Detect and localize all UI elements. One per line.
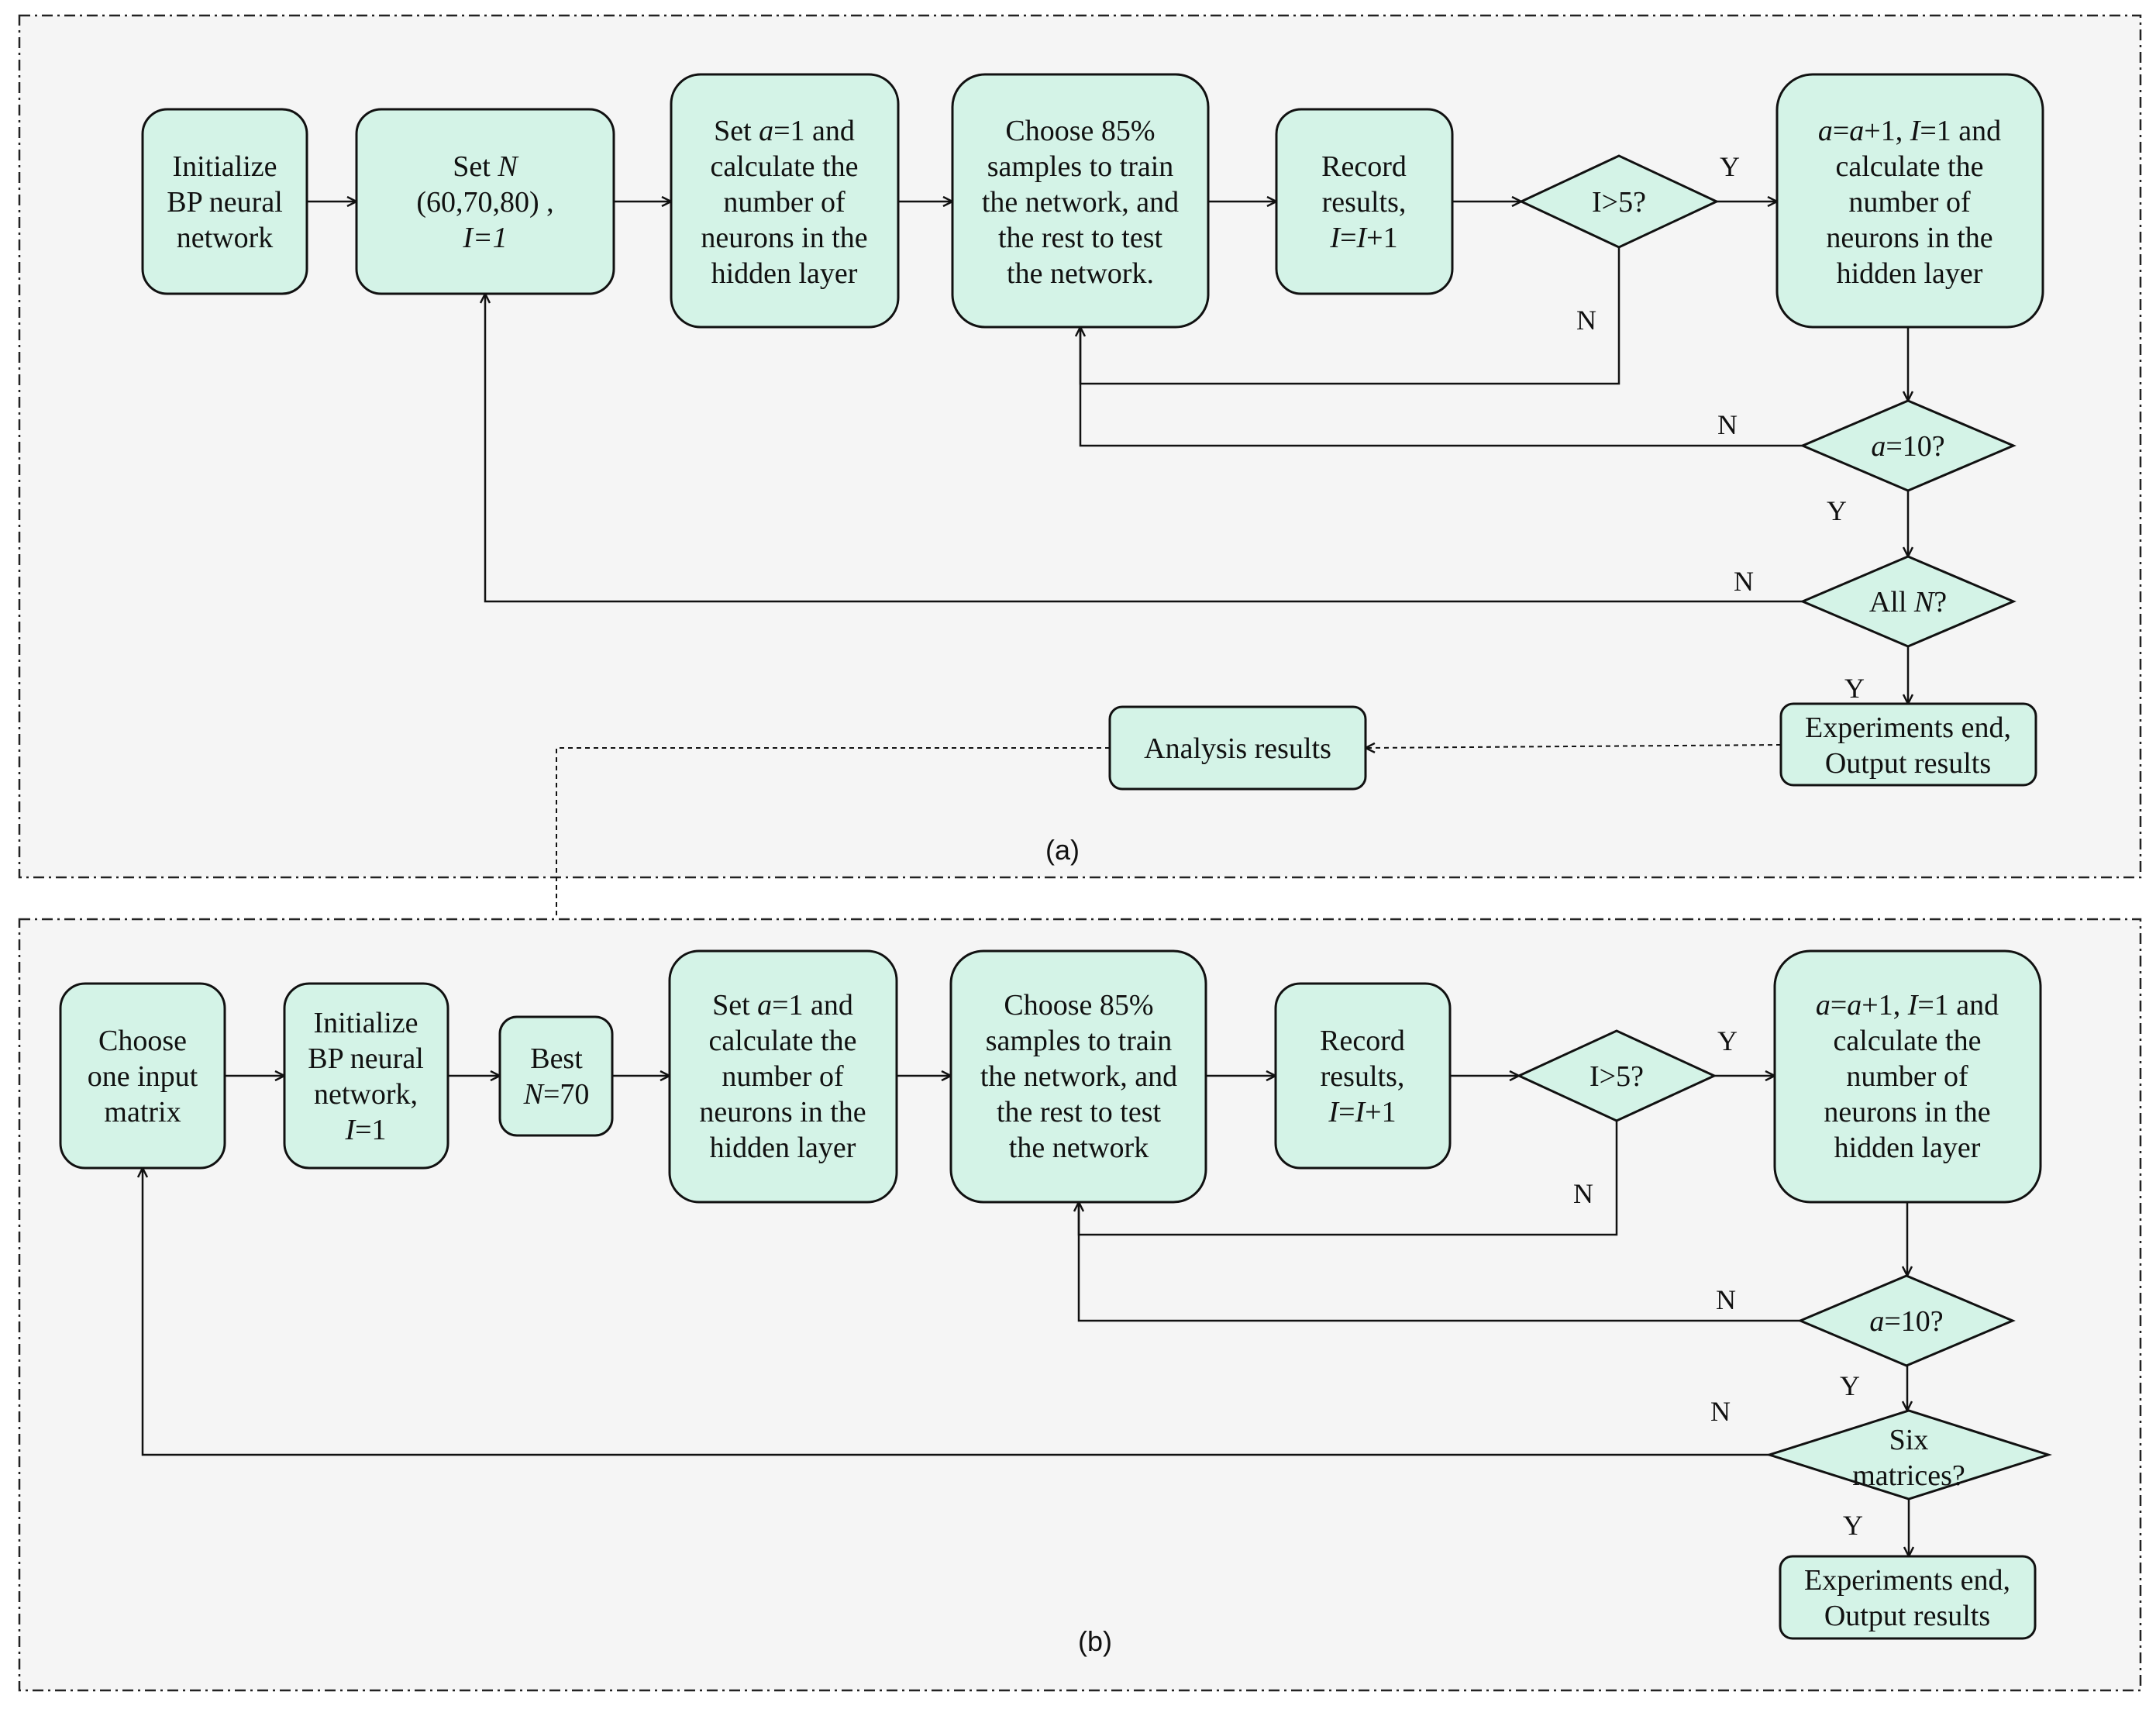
decision-i-gt-5-b-text: I>5?: [1589, 1060, 1644, 1093]
edge-a-cond-n-no-loop: [485, 294, 1803, 603]
panel-a-caption: (a): [1045, 834, 1080, 866]
panel-b-caption: (b): [1078, 1625, 1112, 1657]
node-analysis-results-text: Analysis results: [1144, 732, 1331, 765]
label-b-six-no: N: [1710, 1396, 1731, 1427]
label-a-i-yes: Y: [1720, 151, 1740, 182]
decision-a-eq-10-b-text: a=10?: [1869, 1305, 1943, 1338]
decision-a-eq-10: a=10?: [1800, 399, 2017, 492]
label-b-i-yes: Y: [1717, 1025, 1738, 1056]
label-a-a-no: N: [1717, 409, 1738, 440]
edge-b-cond-a-no-loop: [1077, 1202, 1800, 1322]
decision-all-n-shape: [1800, 555, 2017, 648]
decision-a-eq-10-b: a=10?: [1797, 1274, 2016, 1367]
decision-six-matrices-shape: [1765, 1409, 2052, 1501]
label-a-a-yes: Y: [1827, 495, 1847, 526]
edge-a-end-to-analysis: [1366, 745, 1782, 748]
label-b-a-yes: Y: [1840, 1370, 1860, 1401]
decision-a-eq-10-shape: [1800, 399, 2017, 492]
label-a-n-no: N: [1734, 566, 1754, 597]
decision-all-n-text: All N?: [1869, 586, 1947, 618]
node-experiments-end-b: Experiments end,Output results: [1779, 1555, 2037, 1640]
node-experiments-end-a-text: Experiments end,Output results: [1805, 712, 2011, 780]
node-experiments-end-a: Experiments end,Output results: [1779, 702, 2037, 787]
node-analysis-results: Analysis results: [1108, 705, 1367, 791]
decision-a-eq-10-text: a=10?: [1871, 430, 1944, 463]
label-b-six-yes: Y: [1843, 1510, 1863, 1541]
decision-i-gt-5-text: I>5?: [1592, 186, 1646, 219]
edge-b-six-no-loop: [143, 1168, 1769, 1456]
label-a-n-yes: Y: [1844, 673, 1865, 704]
edge-a-cond-a-no-loop: [1079, 327, 1803, 447]
label-b-i-no: N: [1573, 1178, 1593, 1209]
label-a-i-no: N: [1576, 305, 1596, 336]
node-set-n: Set N(60,70,80) ,I=1: [355, 108, 615, 295]
decision-a-eq-10-b-shape: [1797, 1274, 2016, 1367]
label-b-a-no: N: [1716, 1284, 1736, 1315]
decision-i-gt-5: I>5?: [1518, 154, 1720, 249]
decision-i-gt-5-b: I>5?: [1516, 1029, 1717, 1122]
node-best-n-box: [498, 1015, 614, 1137]
decision-all-n: All N?: [1800, 555, 2017, 648]
node-set-n-text: Set N(60,70,80) ,I=1: [416, 150, 553, 254]
node-experiments-end-b-text: Experiments end,Output results: [1804, 1564, 2010, 1632]
